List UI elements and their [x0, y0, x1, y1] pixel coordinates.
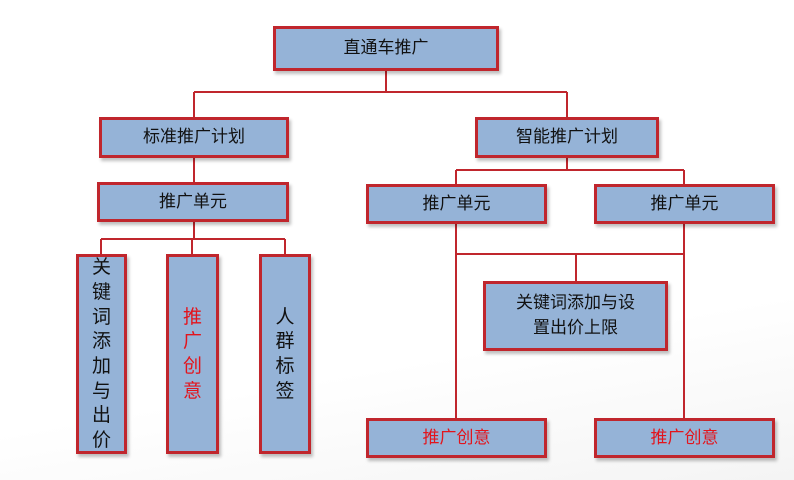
root-label: 直通车推广 — [343, 38, 429, 59]
keyword-bid-limit-label: 关键词添加与设置出价上限 — [516, 293, 635, 338]
creative-left-node: 推广创意 — [366, 418, 547, 458]
keyword-bid-limit-node: 关键词添加与设置出价上限 — [483, 281, 668, 351]
creative-right-node: 推广创意 — [594, 418, 775, 458]
creative-vertical-label: 推广创意 — [182, 305, 202, 402]
standard-plan-label: 标准推广计划 — [143, 127, 245, 148]
root-node: 直通车推广 — [273, 26, 499, 71]
standard-unit-node: 推广单元 — [97, 182, 289, 222]
standard-unit-label: 推广单元 — [159, 191, 227, 212]
creative-vertical-node: 推广创意 — [166, 254, 219, 454]
smart-plan-node: 智能推广计划 — [475, 117, 659, 158]
smart-unit-left-node: 推广单元 — [366, 184, 547, 224]
keyword-bid-label: 关键词添加与出价 — [91, 256, 111, 452]
crowd-tags-node: 人群标签 — [259, 254, 311, 454]
crowd-tags-label: 人群标签 — [275, 305, 295, 402]
smart-unit-right-node: 推广单元 — [594, 184, 775, 224]
smart-plan-label: 智能推广计划 — [516, 127, 618, 148]
creative-right-label: 推广创意 — [650, 427, 719, 448]
smart-unit-right-label: 推广单元 — [650, 193, 719, 214]
creative-left-label: 推广创意 — [422, 427, 491, 448]
standard-plan-node: 标准推广计划 — [99, 117, 289, 158]
smart-unit-left-label: 推广单元 — [422, 193, 491, 214]
keyword-bid-node: 关键词添加与出价 — [76, 254, 127, 454]
